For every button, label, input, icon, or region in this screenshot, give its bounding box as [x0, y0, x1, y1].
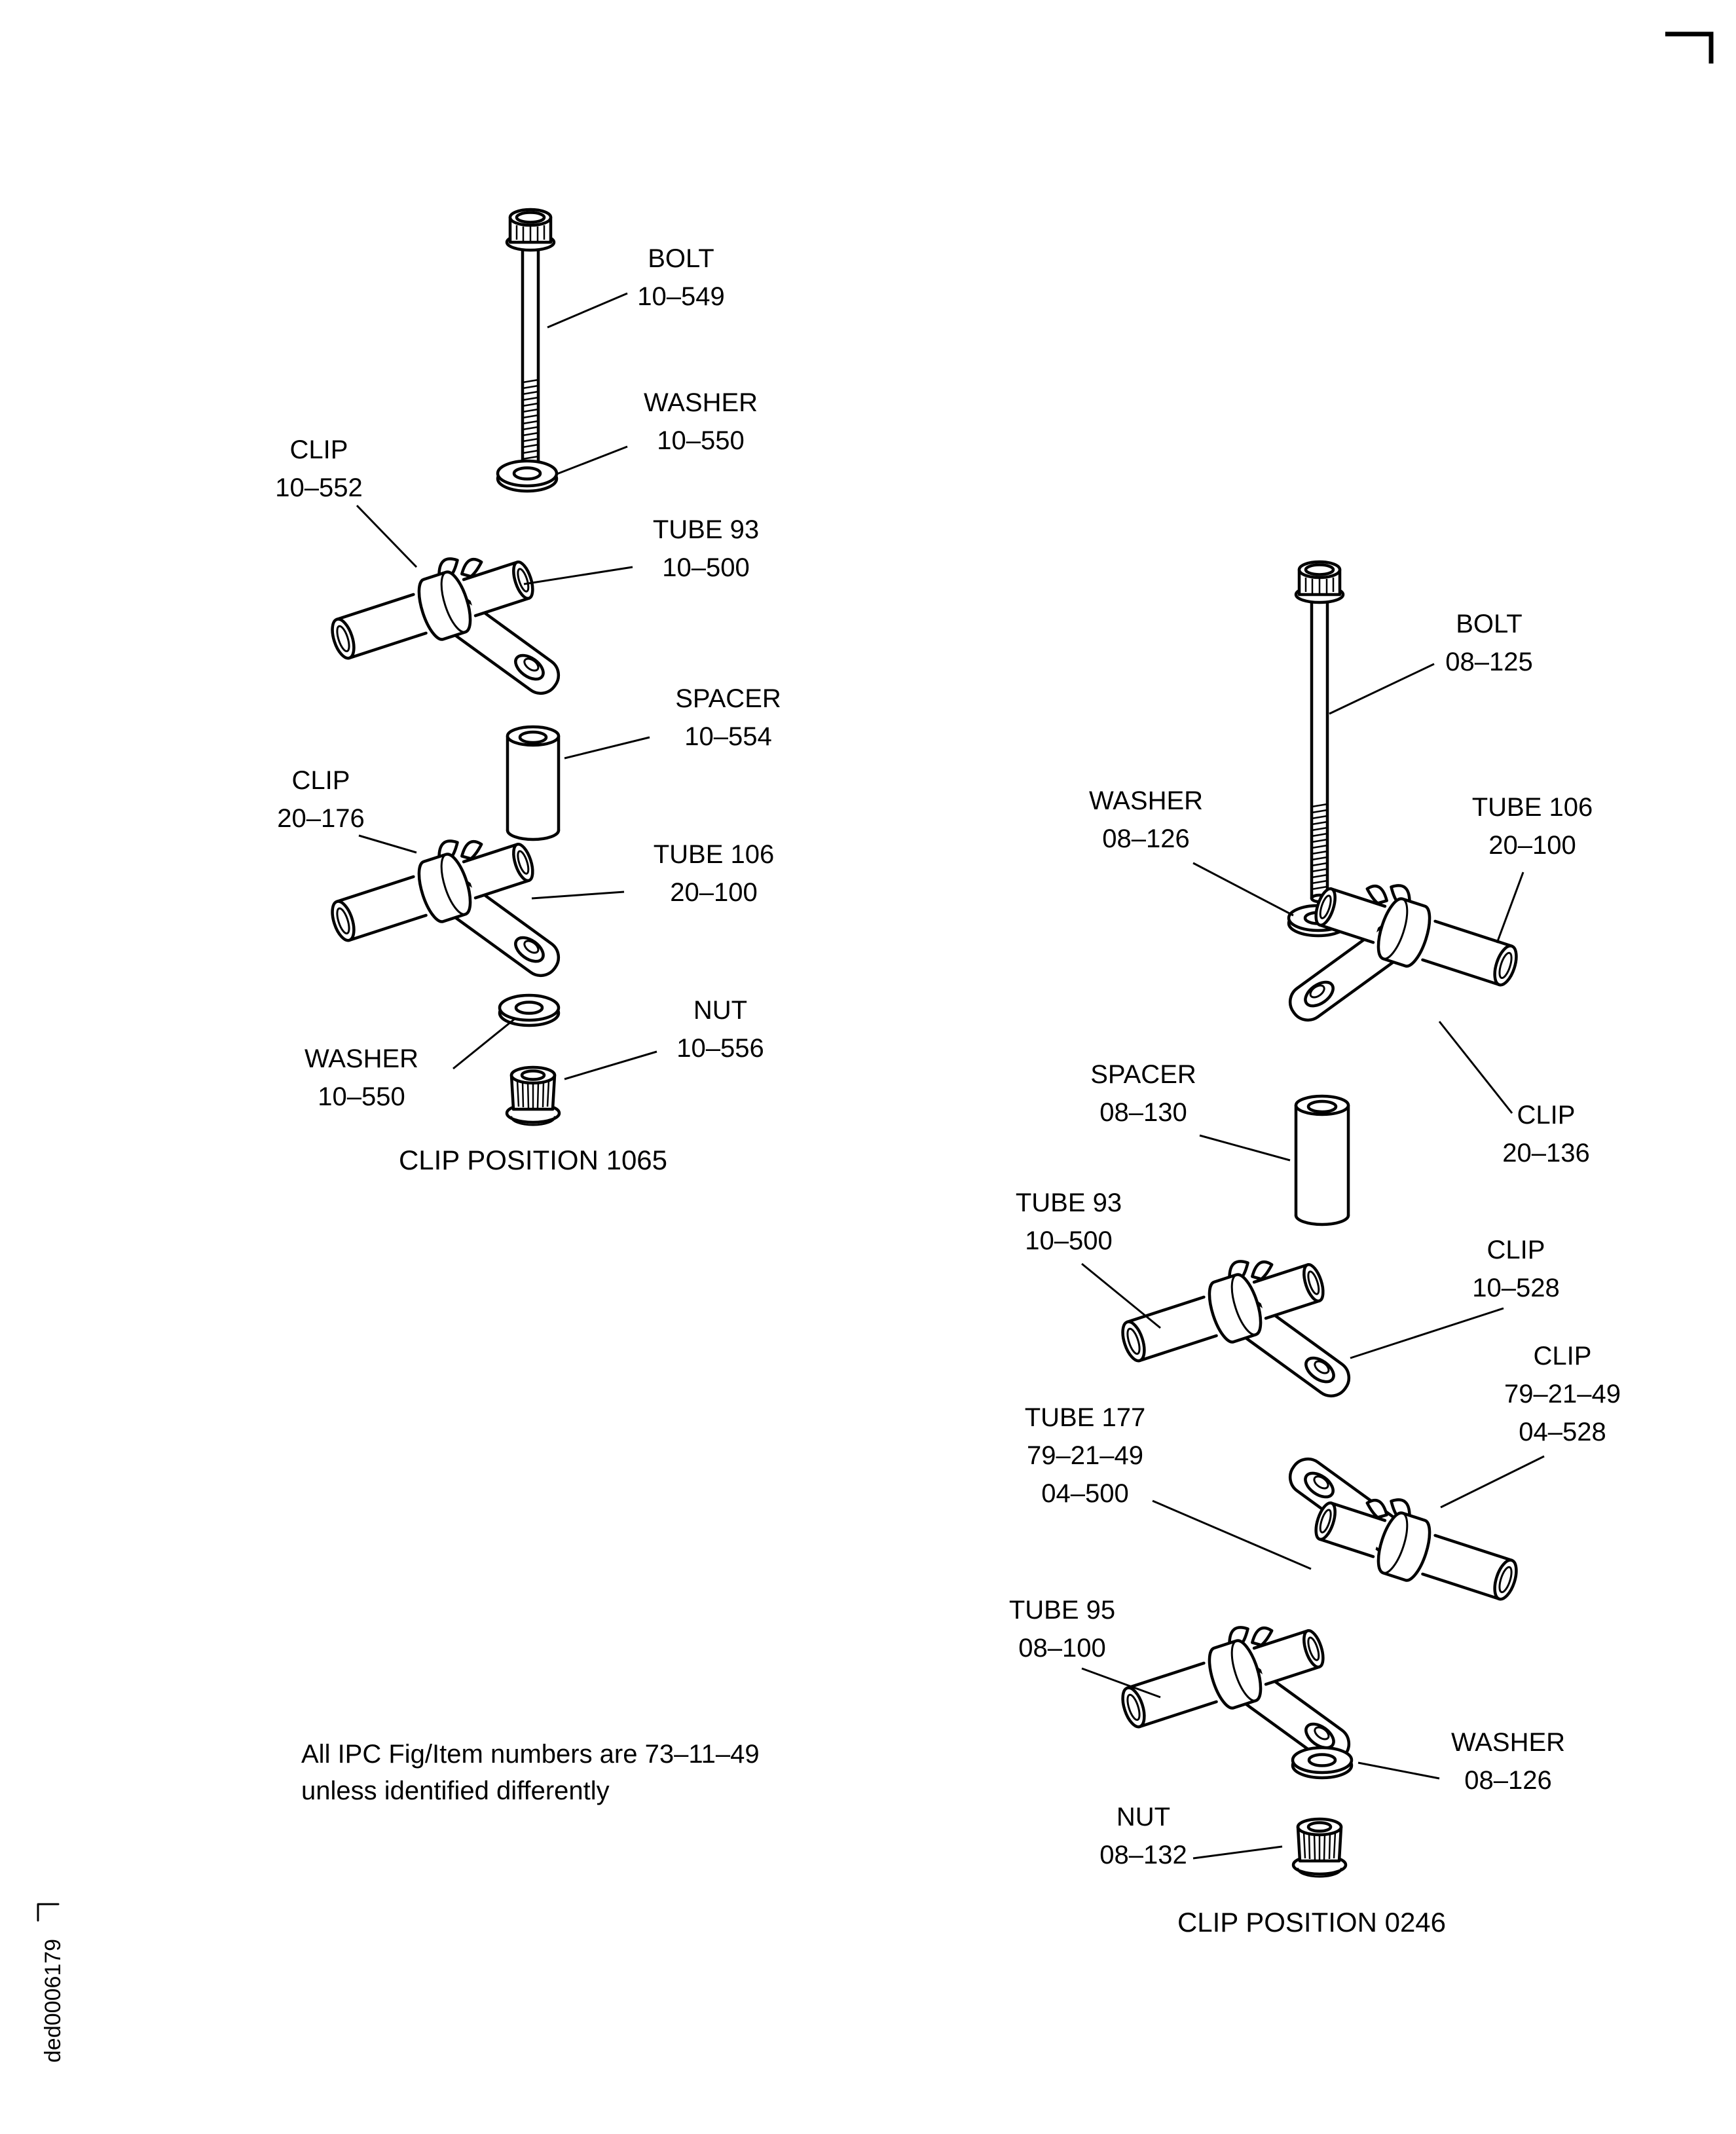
label-spacer-number: 10–554 [684, 722, 771, 751]
label-washer-top: WASHER [1089, 786, 1203, 815]
label-bolt: BOLT [648, 244, 714, 273]
label-washer-bottom-number: 10–550 [318, 1082, 405, 1111]
leader-line [1199, 1134, 1291, 1162]
clamp-graphic-tube106-left [321, 819, 565, 982]
label-bolt: BOLT [1456, 610, 1523, 638]
label-clip-bottom-number: 20–176 [277, 804, 364, 833]
leader-line [1152, 1499, 1312, 1570]
label-washer-bottom: WASHER [1451, 1728, 1565, 1757]
label-spacer: SPACER [1090, 1060, 1196, 1089]
label-tube-177-number: 04–500 [1041, 1479, 1128, 1508]
leader-line [1192, 1845, 1283, 1860]
label-tube-95: TUBE 95 [1009, 1596, 1115, 1625]
clamp-graphic-tube93-left [321, 536, 565, 700]
label-clip-10-528-number: 10–528 [1472, 1274, 1559, 1302]
label-clip-10-528: CLIP [1487, 1236, 1545, 1264]
label-clip-20-136: CLIP [1517, 1101, 1576, 1130]
leader-line [1350, 1307, 1504, 1359]
leader-line [556, 445, 628, 475]
label-tube-106-number: 20–100 [670, 878, 757, 907]
label-tube-106: TUBE 106 [1472, 793, 1593, 822]
caption-clip-position-0246: CLIP POSITION 0246 [1177, 1907, 1446, 1938]
leader-line [531, 891, 625, 900]
leader-line [523, 566, 633, 585]
label-clip-04-528-fig: 79–21–49 [1504, 1380, 1621, 1408]
label-tube-93: TUBE 93 [653, 515, 759, 544]
label-tube-177-fig: 79–21–49 [1027, 1441, 1143, 1470]
label-nut-number: 08–132 [1099, 1841, 1187, 1869]
spacer-graphic-right [1294, 1094, 1350, 1226]
label-spacer-number: 08–130 [1099, 1098, 1187, 1127]
label-washer-top: WASHER [644, 388, 758, 417]
leader-line [1081, 1262, 1161, 1329]
right-assembly: BOLT 08–125 WASHER 08–126 TUBE 106 20–10… [1009, 560, 1621, 1938]
leader-line [1440, 1455, 1545, 1509]
leader-line [564, 736, 650, 760]
ipc-note-line2: unless identified differently [301, 1776, 610, 1805]
label-tube-93: TUBE 93 [1016, 1188, 1122, 1217]
leader-line [1438, 1021, 1513, 1114]
label-nut: NUT [1117, 1803, 1170, 1831]
clamp-graphic-tube95-right [1111, 1605, 1356, 1769]
label-clip-bottom: CLIP [292, 766, 350, 795]
leader-line [1081, 1667, 1161, 1699]
label-clip-top-number: 10–552 [275, 473, 362, 502]
ipc-note-line1: All IPC Fig/Item numbers are 73–11–49 [301, 1740, 760, 1769]
clamp-graphic-tube93-right [1111, 1239, 1356, 1403]
washer-graphic-left-bottom [500, 995, 559, 1025]
label-tube-93-number: 10–500 [662, 553, 749, 582]
washer-graphic-left-top [498, 461, 557, 491]
bolt-graphic-left [505, 208, 556, 470]
label-washer-bottom-number: 08–126 [1464, 1766, 1551, 1795]
label-nut: NUT [693, 996, 747, 1025]
label-tube-106-number: 20–100 [1488, 831, 1576, 860]
doc-code-bracket-mark [37, 1903, 60, 1922]
leader-line [1357, 1761, 1440, 1780]
leader-line [547, 292, 628, 329]
left-assembly: BOLT 10–549 WASHER 10–550 CLIP 10–552 TU… [275, 208, 781, 1175]
label-bolt-number: 10–549 [637, 282, 724, 311]
leader-line [1496, 872, 1524, 944]
label-washer-top-number: 10–550 [657, 426, 744, 455]
corner-registration-mark [1665, 31, 1714, 64]
label-nut-number: 10–556 [676, 1034, 764, 1063]
label-bolt-number: 08–125 [1445, 648, 1532, 676]
leader-line [1192, 862, 1294, 917]
leader-line [358, 834, 417, 854]
label-tube-177: TUBE 177 [1025, 1403, 1146, 1432]
caption-clip-position-1065: CLIP POSITION 1065 [399, 1145, 667, 1175]
label-tube-106: TUBE 106 [654, 840, 775, 869]
label-tube-95-number: 08–100 [1018, 1634, 1105, 1663]
clamp-graphic-tube177-right [1284, 1452, 1528, 1612]
label-tube-93-number: 10–500 [1025, 1226, 1112, 1255]
label-washer-top-number: 08–126 [1102, 824, 1189, 853]
doc-code: ded0006179 [41, 1939, 65, 2063]
label-clip-top: CLIP [290, 435, 348, 464]
washer-graphic-right-bottom [1293, 1748, 1352, 1778]
leader-line [452, 1018, 515, 1070]
label-clip-04-528: CLIP [1534, 1342, 1592, 1371]
leader-line [356, 504, 418, 568]
bolt-graphic-right [1294, 560, 1345, 904]
leader-line [564, 1050, 657, 1080]
spacer-graphic-left [506, 725, 561, 841]
nut-graphic-right [1293, 1819, 1346, 1877]
label-spacer: SPACER [675, 684, 781, 713]
label-clip-20-136-number: 20–136 [1502, 1139, 1589, 1168]
nut-graphic-left [507, 1067, 559, 1125]
label-clip-04-528-number: 04–528 [1519, 1418, 1606, 1446]
leader-line [1329, 663, 1435, 715]
label-washer-bottom: WASHER [305, 1044, 418, 1073]
